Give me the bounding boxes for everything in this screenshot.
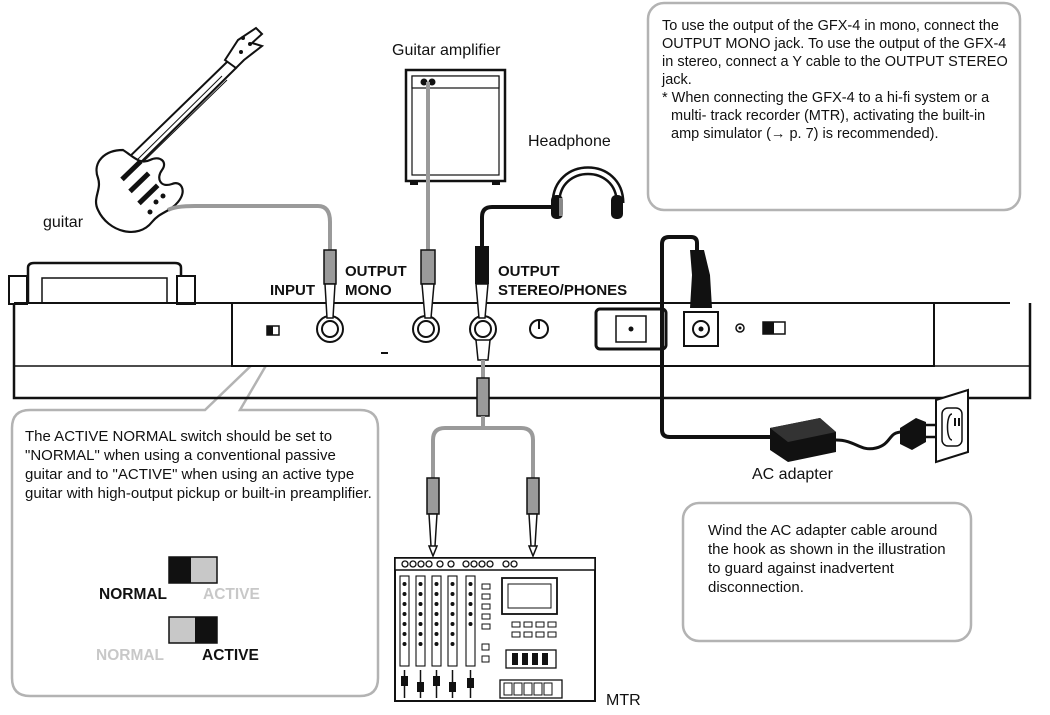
switch-note-callout: [10, 332, 380, 698]
switch-note-text: The ACTIVE NORMAL switch should be set t…: [25, 428, 372, 502]
unit-handle-inner: [41, 277, 168, 303]
headphone-illustration: [551, 166, 625, 219]
unit-handle: [26, 261, 183, 303]
switch-normal-caption-normal: NORMAL: [99, 586, 168, 603]
switch-active-caption-normal: NORMAL: [96, 647, 165, 664]
ac-adapter-illustration: [770, 388, 969, 464]
guitar-illustration: [94, 26, 265, 233]
ac-adapter-cable: [660, 235, 770, 439]
switch-note: The ACTIVE NORMAL switch should be set t…: [25, 427, 373, 503]
mtr-illustration: [394, 557, 596, 702]
handle-bolt-left: [8, 275, 28, 305]
input-jack: [316, 315, 344, 343]
switch-example-active: [168, 616, 218, 644]
dc-plug: [690, 250, 712, 308]
switch-normal-caption-active: ACTIVE: [203, 586, 260, 603]
hook-note-callout: [681, 501, 973, 643]
output-note-footnote: * When connecting the GFX-4 to a hi-fi s…: [662, 90, 990, 142]
headphone-cable: [480, 205, 553, 250]
switch-active-caption-active: ACTIVE: [202, 647, 259, 664]
output-note: To use the output of the GFX-4 in mono, …: [662, 17, 1012, 143]
output-note-callout: [646, 1, 1022, 212]
mtr-label: MTR: [606, 692, 641, 709]
volume-knob: [529, 319, 549, 339]
guitar-label: guitar: [43, 214, 84, 231]
guitar-neck: [121, 59, 238, 174]
output-stereo-jack: [469, 315, 497, 343]
input-label: INPUT: [270, 282, 315, 299]
guitar-amplifier-label: Guitar amplifier: [392, 42, 501, 59]
hook-note: Wind the AC adapter cable around the hoo…: [708, 521, 958, 597]
unit-body: [12, 303, 1032, 400]
output-stereo-phones-label: OUTPUT STEREO/PHONES: [498, 263, 628, 299]
gfx4-unit: [8, 261, 1032, 400]
ac-adapter-label: AC adapter: [752, 466, 833, 483]
guitar-headstock: [223, 26, 265, 70]
output-mono-jack: [412, 315, 440, 343]
handle-bolt-right: [176, 275, 196, 305]
headphone-label: Headphone: [528, 133, 611, 150]
hook-note-text: Wind the AC adapter cable around the hoo…: [708, 522, 946, 596]
switch-example-normal: [168, 556, 218, 584]
guitar-amplifier-illustration: [404, 68, 507, 185]
guitar-cable: [167, 204, 332, 250]
guitar-body: [94, 148, 184, 233]
output-note-main: To use the output of the GFX-4 in mono, …: [662, 18, 1008, 88]
output-mono-label: OUTPUT MONO: [345, 263, 407, 299]
